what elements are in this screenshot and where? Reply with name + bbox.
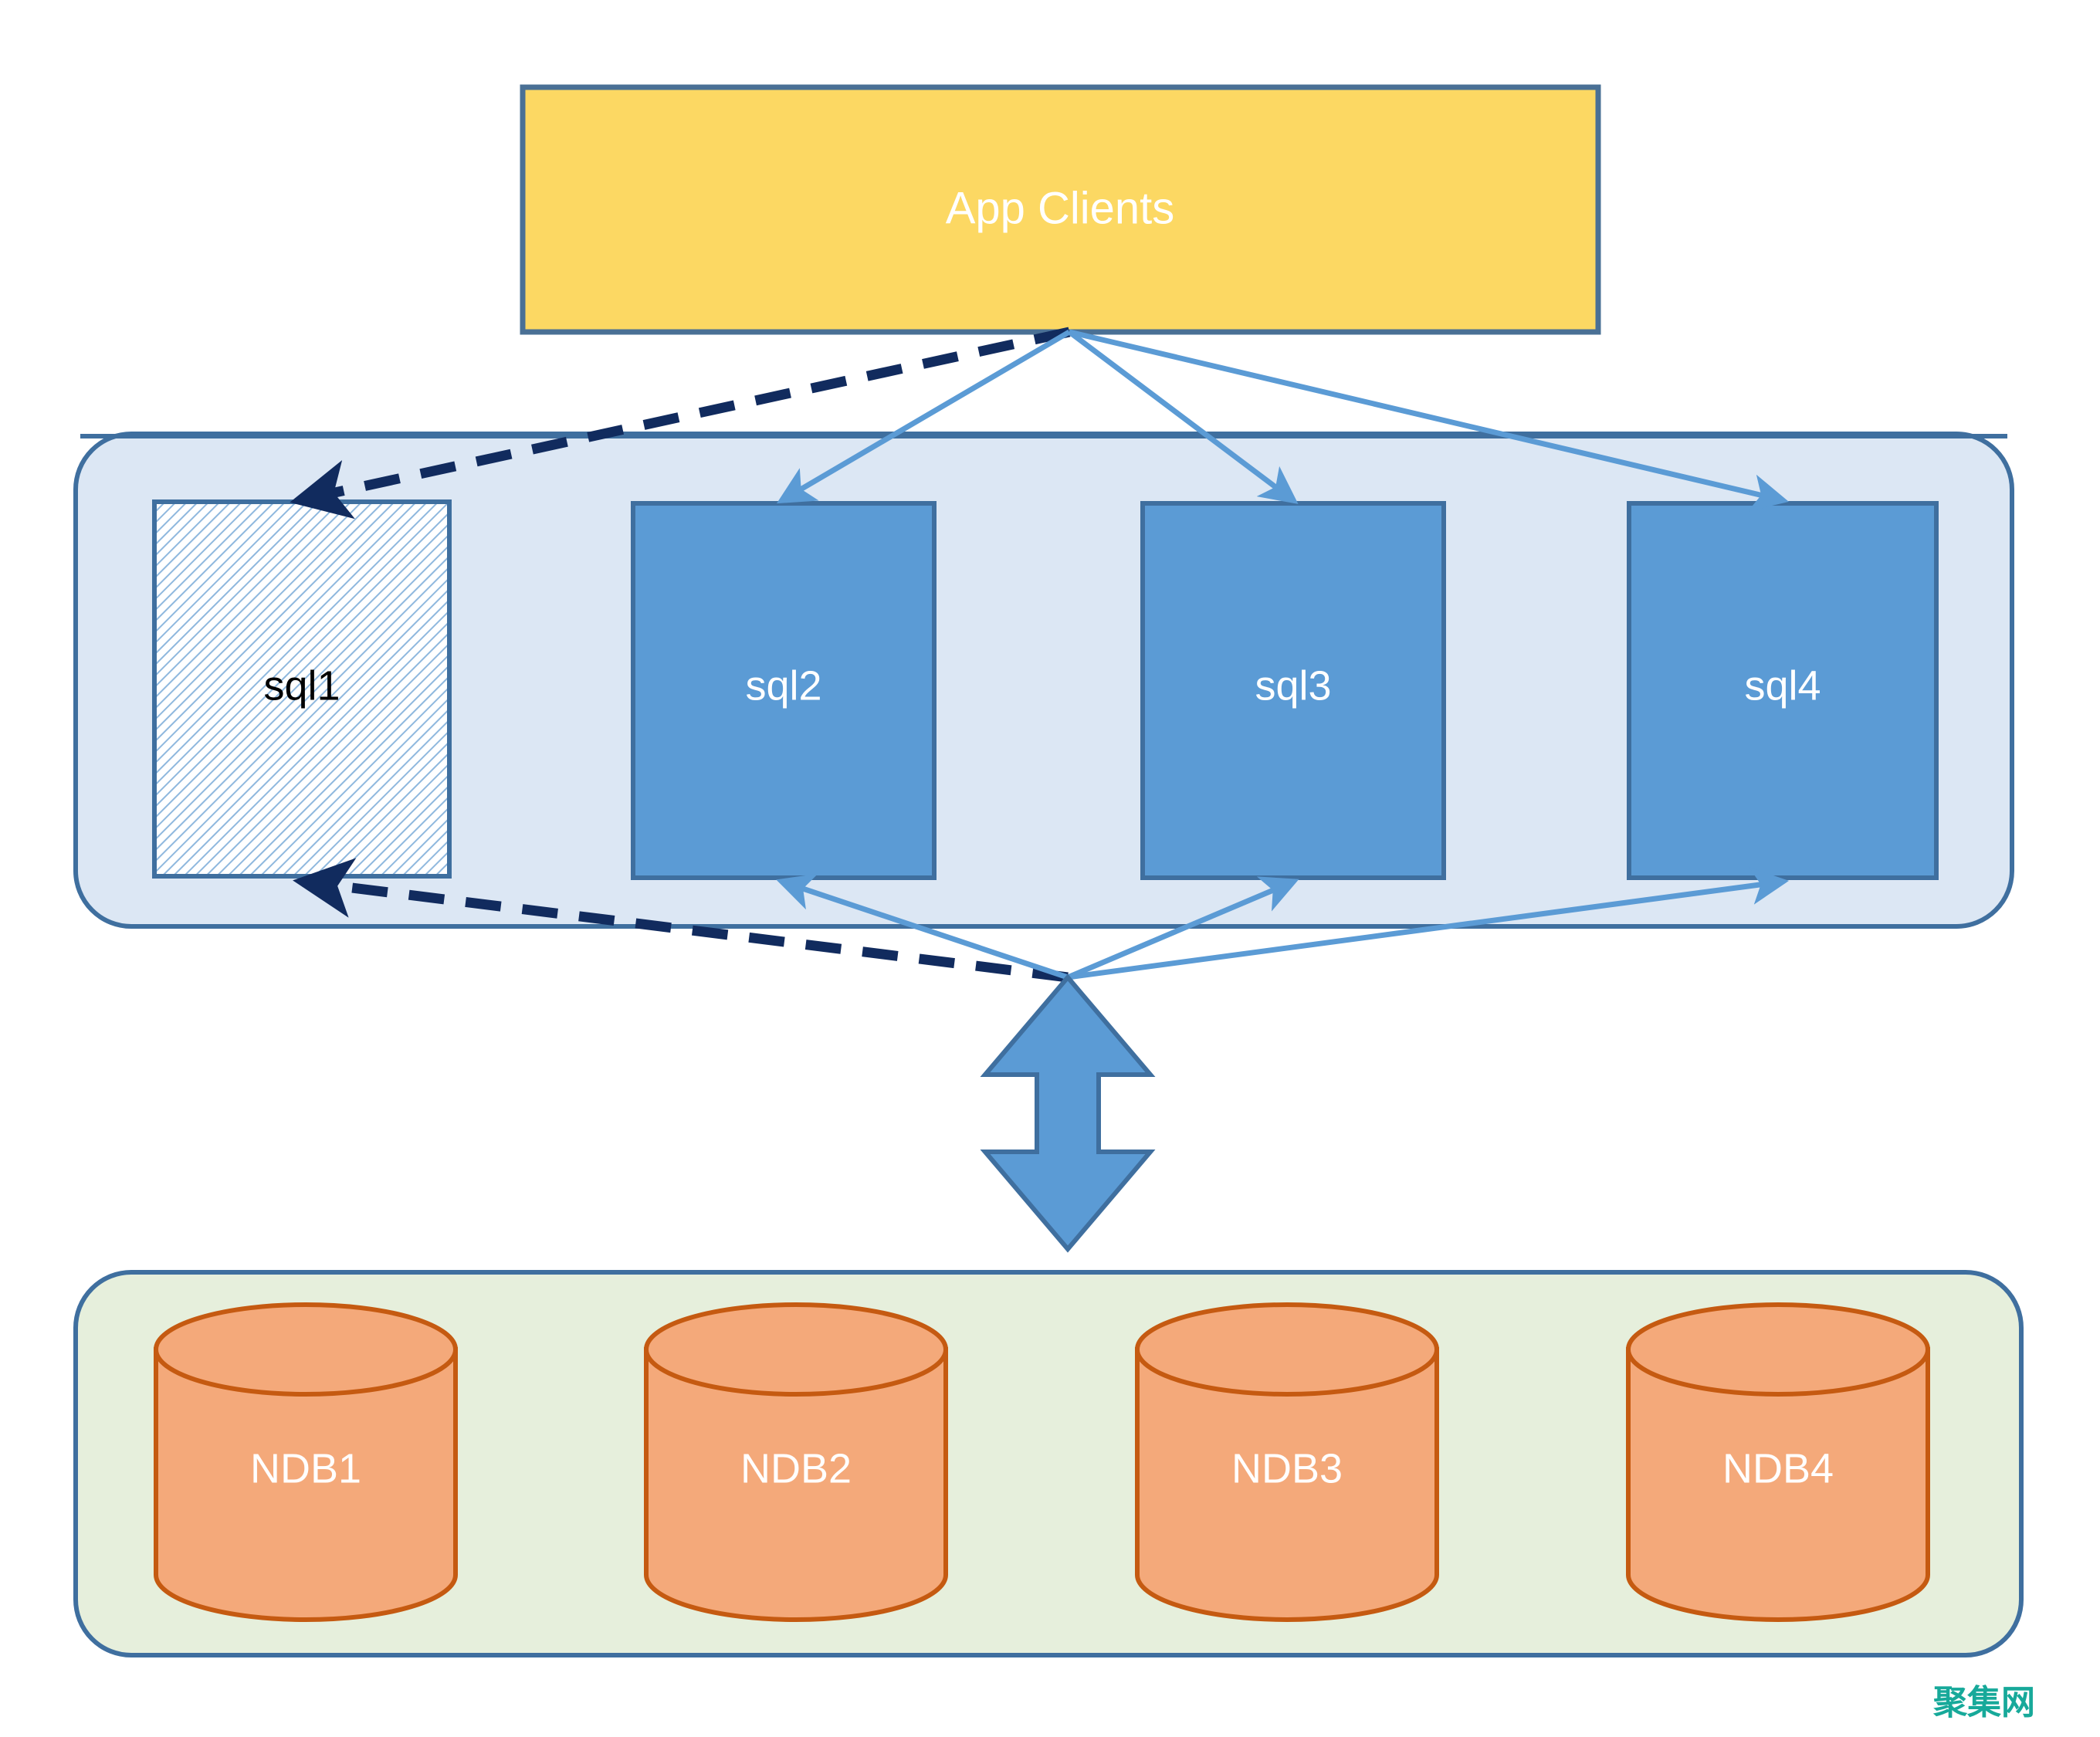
app-clients-label: App Clients (946, 183, 1175, 233)
connector-app-to-sql2 (776, 329, 1071, 504)
ndb-tier-group: NDB1 NDB2 NDB3 NDB4 (73, 1270, 2024, 1657)
sql4-box[interactable] (1627, 501, 1939, 880)
sql4-label: sql4 (1744, 662, 1821, 709)
ndb-node-ndb1[interactable]: NDB1 (154, 1302, 458, 1622)
ndb3-label: NDB3 (1231, 1445, 1343, 1492)
ndb-node-ndb3[interactable]: NDB3 (1135, 1302, 1439, 1622)
sql-node-sql4[interactable]: sql4 (1627, 501, 1939, 880)
connector-hub-to-sql2 (776, 873, 1069, 980)
ndb1-label: NDB1 (250, 1445, 361, 1492)
ndb2-cylinder-top[interactable] (644, 1302, 948, 1397)
sql-to-ndb-bidirectional-arrow[interactable] (980, 973, 1156, 1253)
ndb2-cylinder-body[interactable] (644, 1347, 948, 1622)
site-watermark: 聚集网 (1932, 1683, 2035, 1722)
ndb1-cylinder-top[interactable] (154, 1302, 458, 1397)
sql3-box[interactable] (1140, 501, 1446, 880)
app-clients-box[interactable] (520, 84, 1601, 335)
ndb4-cylinder-top[interactable] (1626, 1302, 1930, 1397)
ndb-to-sql-connectors (293, 858, 1790, 983)
sql-tier-group: sql1 sql2 sql3 sql4 (73, 432, 2014, 929)
connector-app-to-sql4 (1069, 329, 1789, 512)
bidirectional-arrow-shape[interactable] (980, 973, 1156, 1253)
sql2-box[interactable] (631, 501, 937, 880)
ndb1-cylinder-body[interactable] (154, 1347, 458, 1622)
sql1-label: sql1 (263, 662, 340, 709)
sql2-label: sql2 (745, 662, 821, 709)
sql-node-sql1[interactable]: sql1 (152, 499, 452, 879)
ndb3-cylinder-top[interactable] (1135, 1302, 1439, 1397)
connector-app-to-sql1 (290, 327, 1071, 520)
sql-node-sql3[interactable]: sql3 (1140, 501, 1446, 880)
connector-hub-to-sql1 (293, 858, 1069, 983)
connector-app-to-sql3 (1067, 330, 1299, 504)
ndb-nodes-container (73, 1270, 2024, 1657)
connector-hub-to-sql4 (1067, 867, 1790, 980)
ndb4-cylinder-body[interactable] (1626, 1347, 1930, 1622)
app-to-sql-connectors (290, 327, 1789, 520)
ndb2-label: NDB2 (740, 1445, 852, 1492)
app-clients-node[interactable]: App Clients (520, 84, 1601, 335)
connector-hub-to-sql3 (1066, 876, 1299, 980)
ndb3-cylinder-body[interactable] (1135, 1347, 1439, 1622)
ndb-node-ndb4[interactable]: NDB4 (1626, 1302, 1930, 1622)
sql3-label: sql3 (1255, 662, 1331, 709)
sql-node-sql2[interactable]: sql2 (631, 501, 937, 880)
ndb-node-ndb2[interactable]: NDB2 (644, 1302, 948, 1622)
ndb4-label: NDB4 (1722, 1445, 1834, 1492)
